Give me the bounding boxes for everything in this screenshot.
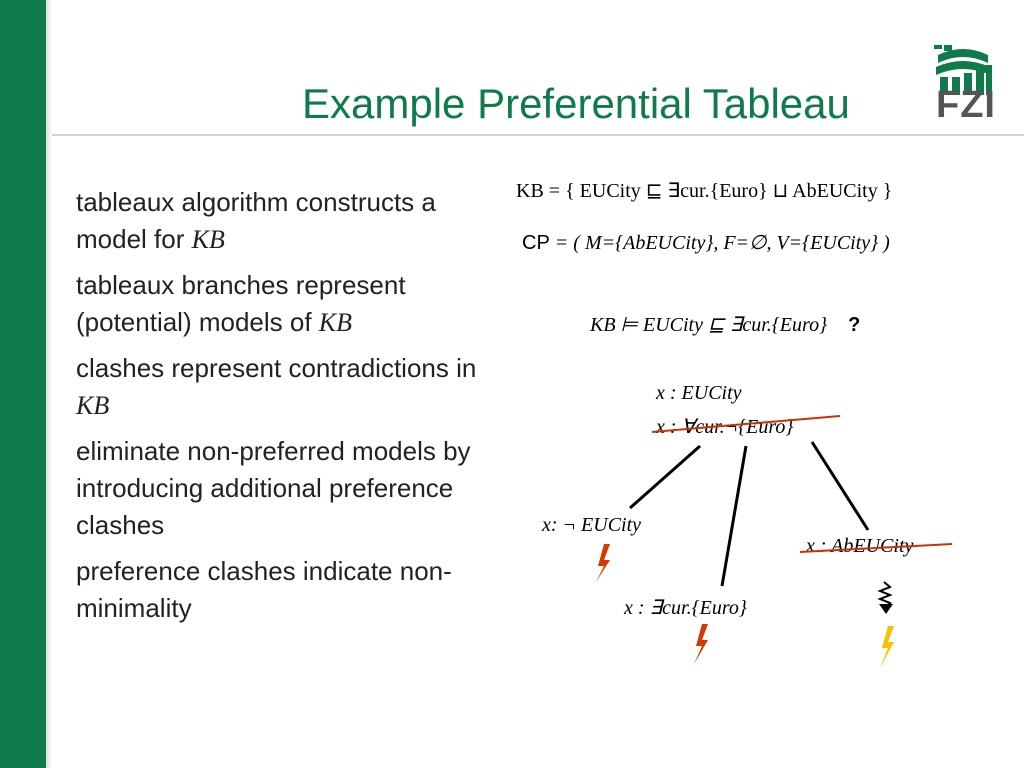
bullet-item: preference clashes indicate non-minimali…	[76, 553, 496, 627]
title-divider	[52, 134, 1024, 136]
bullet-text: tableaux algorithm constructs a model fo…	[76, 187, 436, 254]
branch-right	[810, 441, 870, 531]
preference-clash-bolt-icon	[880, 626, 894, 668]
bullet-list: tableaux algorithm constructs a model fo…	[76, 184, 496, 636]
clash-bolt-left-icon	[596, 544, 610, 582]
cp-definition: = ( M={AbEUCity}, F=∅, V={EUCity} )	[549, 232, 890, 254]
preference-arrow-head-icon	[879, 604, 893, 614]
bullet-text: tableaux branches represent (potential) …	[76, 270, 406, 337]
query-mark: ?	[848, 314, 861, 336]
sidebar-shadow	[46, 0, 52, 768]
green-sidebar-bar	[0, 0, 46, 768]
cp-label: CP	[522, 232, 550, 254]
bullet-text: clashes represent contradictions in	[76, 353, 477, 383]
bullet-math: KB	[76, 391, 110, 420]
tree-root-line2: x : ∀cur.¬{Euro}	[656, 416, 794, 438]
branch-middle	[720, 445, 748, 587]
bullet-item: clashes represent contradictions in KB	[76, 350, 496, 424]
bullet-item: eliminate non-preferred models by introd…	[76, 433, 496, 544]
kb-formula: KB = { EUCity ⊑ ∃cur.{Euro} ⊔ AbEUCity }	[516, 180, 893, 202]
bullet-item: tableaux branches represent (potential) …	[76, 267, 496, 341]
fzi-logo-icon	[934, 45, 992, 95]
query-text: KB ⊨ EUCity ⊑ ∃cur.{Euro}	[590, 314, 828, 336]
tree-middle-node: x : ∃cur.{Euro}	[624, 597, 747, 619]
cp-formula: CP = ( M={AbEUCity}, F=∅, V={EUCity} )	[522, 230, 890, 255]
bullet-text: eliminate non-preferred models by introd…	[76, 436, 471, 540]
clash-bolt-middle-icon	[694, 624, 708, 664]
bullet-text: preference clashes indicate non-minimali…	[76, 556, 452, 623]
bullet-math: KB	[318, 308, 353, 337]
preference-arrow-icon	[877, 581, 893, 609]
branch-left	[629, 444, 701, 510]
strike-line-right	[799, 543, 953, 553]
strike-line-root	[651, 415, 841, 433]
bullet-item: tableaux algorithm constructs a model fo…	[76, 184, 496, 258]
query-formula: KB ⊨ EUCity ⊑ ∃cur.{Euro} ?	[590, 312, 860, 337]
bullet-math: KB	[191, 225, 225, 254]
slide-title: Example Preferential Tableau	[302, 80, 850, 127]
tree-right-node: x : AbEUCity	[806, 535, 914, 557]
tree-left-node: x: ¬ EUCity	[542, 514, 642, 536]
logo-text: FZI	[936, 84, 996, 126]
tree-root-line1: x : EUCity	[656, 382, 742, 404]
